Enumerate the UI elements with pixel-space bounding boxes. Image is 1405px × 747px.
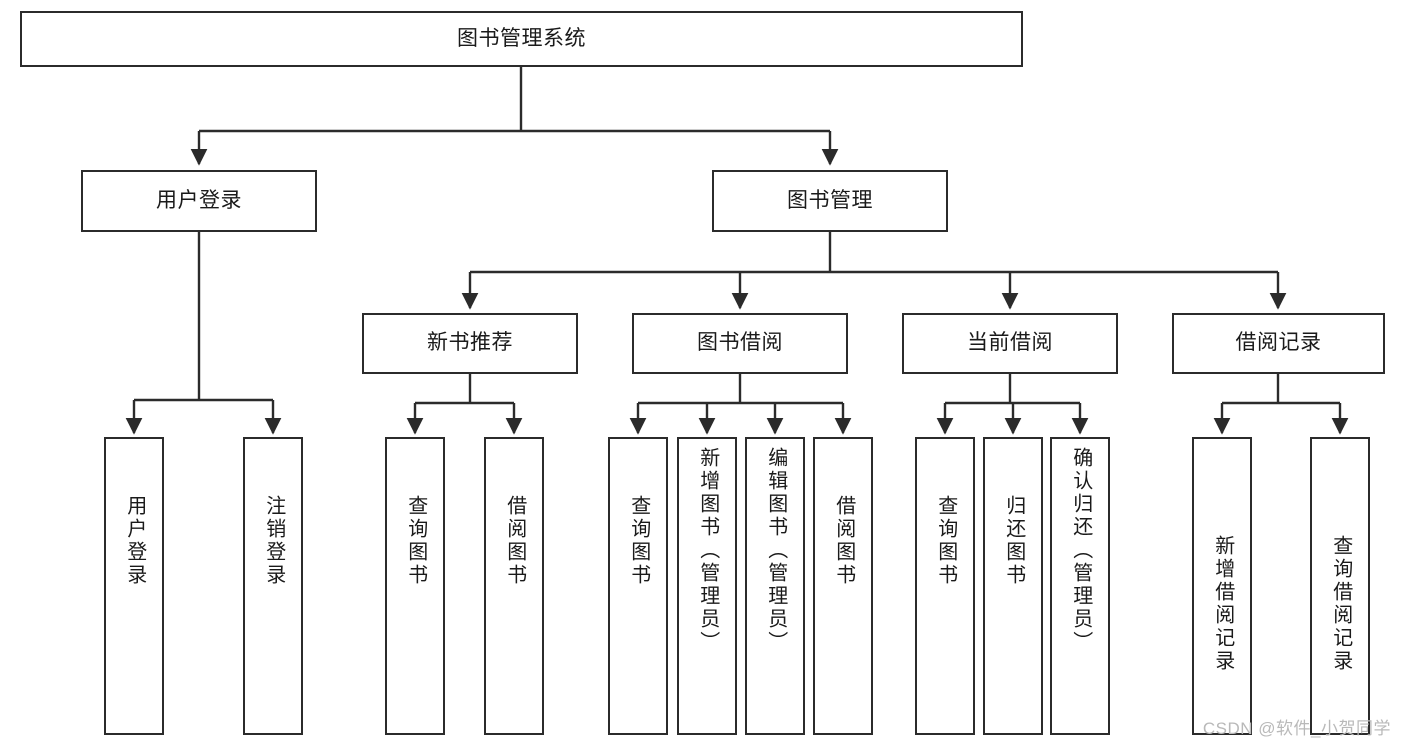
node-label: 编辑图书（管理员） [764,447,787,654]
leaf-logout[interactable]: 注销登录 [243,437,303,735]
node-label: 借阅图书 [832,495,855,587]
leaf-query-book-borrow[interactable]: 查询图书 [608,437,668,735]
node-label: 新书推荐 [427,331,513,355]
leaf-borrow-book[interactable]: 借阅图书 [813,437,873,735]
leaf-add-borrow-record[interactable]: 新增借阅记录 [1192,437,1252,735]
node-label: 注销登录 [262,495,285,587]
leaf-borrow-book-recommend[interactable]: 借阅图书 [484,437,544,735]
node-label: 图书借阅 [697,331,783,355]
node-label: 查询图书 [404,495,427,587]
leaf-query-borrow-record[interactable]: 查询借阅记录 [1310,437,1370,735]
leaf-user-login[interactable]: 用户登录 [104,437,164,735]
leaf-query-book-current[interactable]: 查询图书 [915,437,975,735]
csdn-watermark: CSDN @软件_小贺同学 [1202,719,1391,738]
node-label: 确认归还（管理员） [1069,447,1092,654]
node-label: 当前借阅 [967,331,1053,355]
node-label: 借阅图书 [503,495,526,587]
node-label: 新增借阅记录 [1211,535,1234,673]
leaf-edit-book-admin[interactable]: 编辑图书（管理员） [745,437,805,735]
leaf-query-book-recommend[interactable]: 查询图书 [385,437,445,735]
node-label: 图书管理 [787,188,873,212]
leaf-add-book-admin[interactable]: 新增图书（管理员） [677,437,737,735]
node-label: 借阅记录 [1235,331,1322,355]
node-label: 新增图书（管理员） [696,447,719,654]
node-book-borrow[interactable]: 图书借阅 [632,313,848,374]
node-label: 图书管理系统 [457,26,586,50]
node-book-management[interactable]: 图书管理 [712,170,948,232]
leaf-return-book[interactable]: 归还图书 [983,437,1043,735]
node-label: 用户登录 [123,495,146,587]
node-user-login[interactable]: 用户登录 [81,170,317,232]
node-label: 查询图书 [627,495,650,587]
node-borrow-record[interactable]: 借阅记录 [1172,313,1385,374]
leaf-confirm-return-admin[interactable]: 确认归还（管理员） [1050,437,1110,735]
node-label: 查询借阅记录 [1329,535,1352,673]
node-new-book-recommend[interactable]: 新书推荐 [362,313,578,374]
node-label: 用户登录 [156,188,242,212]
node-current-borrow[interactable]: 当前借阅 [902,313,1118,374]
node-label: 归还图书 [1002,495,1025,587]
node-label: 查询图书 [934,495,957,587]
node-root-system[interactable]: 图书管理系统 [20,11,1023,67]
